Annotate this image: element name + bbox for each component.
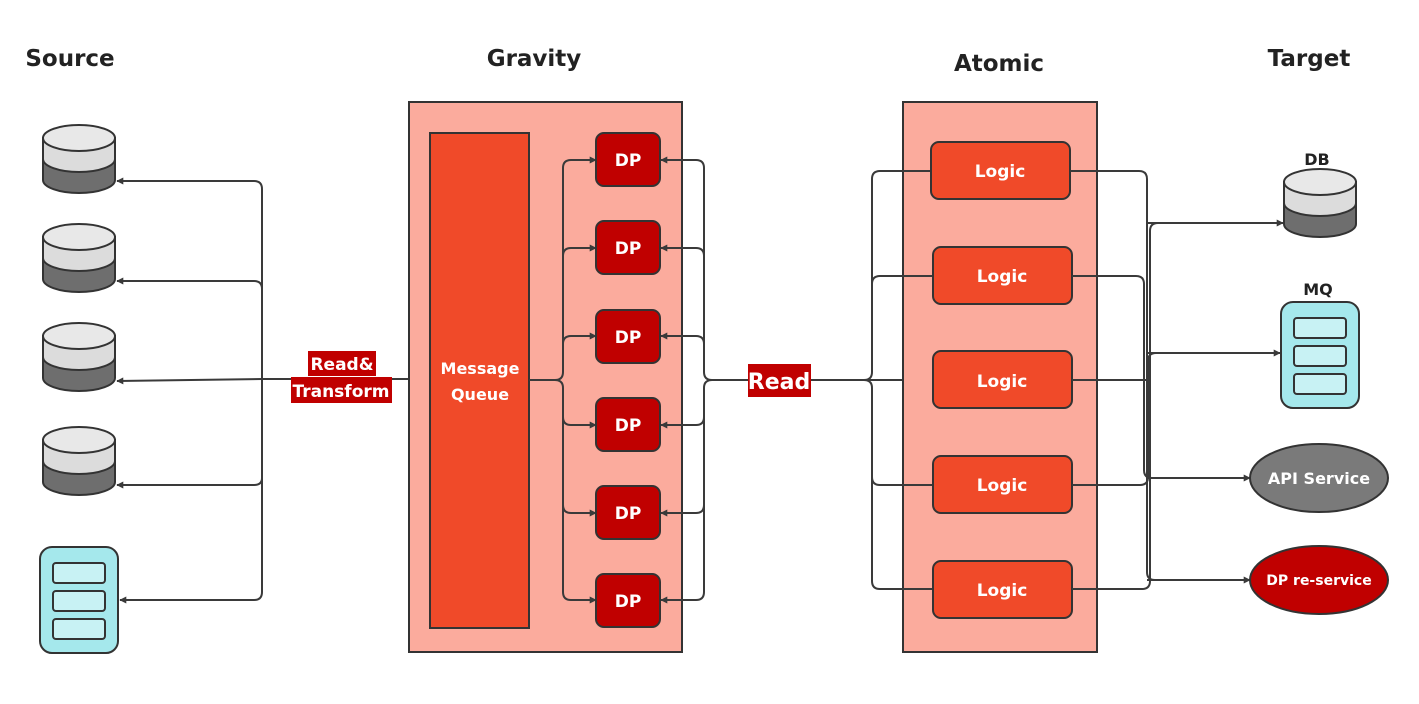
target-dp-reservice: DP re-service [1249, 545, 1389, 615]
logic-label: Logic [977, 267, 1028, 287]
target-mq [1280, 301, 1360, 409]
dp-label: DP [615, 592, 642, 612]
read-transform-label: Read& Transform [291, 351, 392, 403]
dp-node-6: DP [595, 573, 661, 628]
source-mq [39, 546, 119, 654]
logic-node-2: Logic [932, 246, 1073, 305]
bus-to-logic-wires [845, 170, 933, 590]
read-transform-line1: Read& [310, 355, 373, 375]
logic-label: Logic [977, 581, 1028, 601]
dp-node-5: DP [595, 485, 661, 540]
message-queue-line1: Message [441, 359, 520, 378]
message-queue [429, 132, 530, 629]
queue-to-dp-wires [529, 156, 597, 604]
logic-node-5: Logic [932, 560, 1073, 619]
dp-label: DP [615, 504, 642, 524]
header-gravity: Gravity [487, 46, 582, 72]
read-label: Read [748, 364, 811, 397]
read-label-text: Read [748, 370, 810, 395]
dp-label: DP [615, 416, 642, 436]
dp-node-2: DP [595, 220, 661, 275]
header-atomic: Atomic [954, 51, 1044, 77]
target-db [1283, 168, 1357, 238]
logic-label: Logic [977, 372, 1028, 392]
dp-node-4: DP [595, 397, 661, 452]
logic-to-target-wires [1070, 170, 1284, 590]
logic-node-4: Logic [932, 455, 1073, 514]
source-wires [116, 177, 409, 604]
header-source: Source [25, 46, 114, 72]
logic-node-1: Logic [930, 141, 1071, 200]
source-db-1 [42, 124, 116, 194]
target-db-label: DB [1304, 150, 1329, 169]
dp-reservice-label: DP re-service [1266, 573, 1371, 589]
logic-label: Logic [975, 162, 1026, 182]
logic-label: Logic [977, 476, 1028, 496]
dp-label: DP [615, 239, 642, 259]
source-db-3 [42, 322, 116, 392]
dp-node-3: DP [595, 309, 661, 364]
dp-node-1: DP [595, 132, 661, 187]
read-transform-line2: Transform [293, 382, 390, 402]
target-mq-label: MQ [1303, 280, 1333, 299]
source-db-2 [42, 223, 116, 293]
dp-label: DP [615, 151, 642, 171]
api-service-label: API Service [1268, 469, 1370, 488]
header-target: Target [1268, 46, 1351, 72]
message-queue-line2: Queue [451, 385, 509, 404]
logic-node-3: Logic [932, 350, 1073, 409]
target-api-service: API Service [1249, 443, 1389, 513]
dp-label: DP [615, 328, 642, 348]
source-db-4 [42, 426, 116, 496]
